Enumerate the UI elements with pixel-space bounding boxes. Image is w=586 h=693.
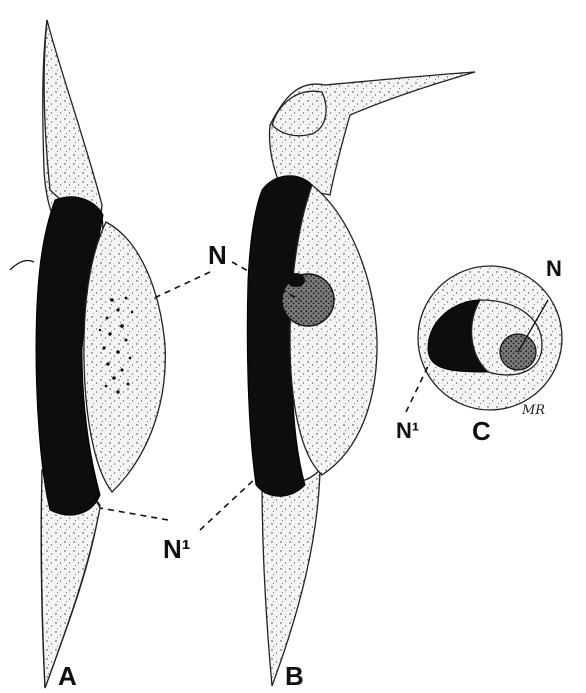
label-inner-ab: N¹ <box>163 534 190 564</box>
leader-n-to-a <box>150 272 210 300</box>
label-cell-c: C <box>472 416 491 446</box>
leader-n1-to-c <box>406 362 430 412</box>
cell-c <box>418 266 562 410</box>
cell-b-lower-process <box>262 470 320 686</box>
artist-signature: MR <box>521 403 545 418</box>
label-nucleus: N <box>208 240 227 270</box>
label-nucleus-c: N <box>546 256 562 281</box>
cell-a <box>10 20 165 688</box>
label-cell-a: A <box>58 661 77 691</box>
label-inner-c: N¹ <box>396 418 419 443</box>
cell-b-body <box>290 185 377 475</box>
cell-b-nucleolus <box>287 273 305 287</box>
cell-a-fibre <box>10 260 34 270</box>
leader-n1-to-b <box>200 476 258 530</box>
label-cell-b: B <box>285 661 304 691</box>
cell-b-knot <box>272 91 326 135</box>
leader-n1-to-a <box>100 508 168 520</box>
cell-a-body <box>84 222 165 492</box>
